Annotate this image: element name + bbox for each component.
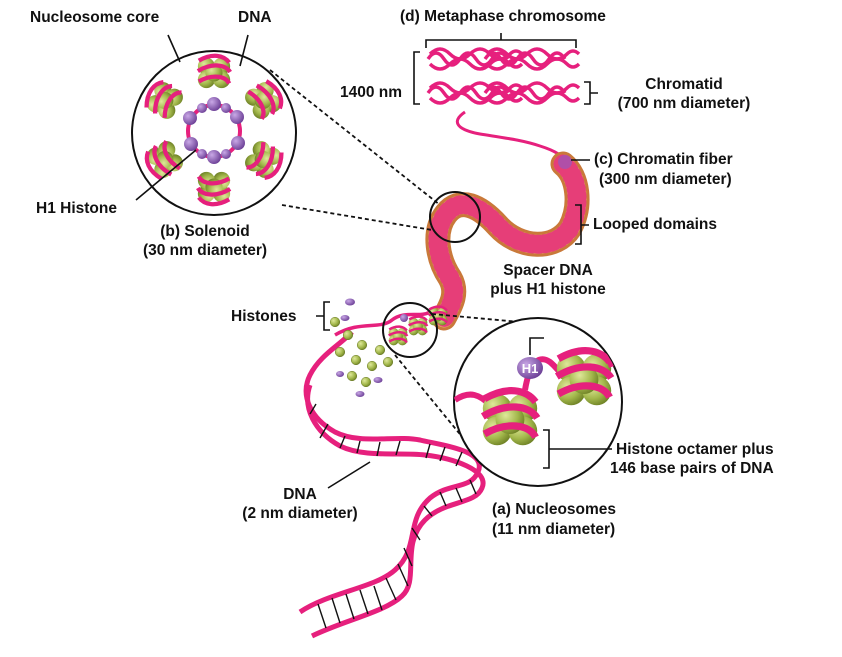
label-solenoid: (b) Solenoid (160, 223, 250, 240)
label-chromatid: Chromatid (645, 76, 723, 93)
dna-double-helix (298, 298, 486, 639)
nucleosome-zoom-lines (394, 313, 521, 445)
label-chromatin-diameter: (300 nm diameter) (599, 171, 732, 188)
h1-tag: H1 (522, 361, 539, 376)
label-nucleosome-core: Nucleosome core (30, 9, 160, 26)
label-spacer-dna: Spacer DNA (503, 262, 593, 279)
label-solenoid-diameter: (30 nm diameter) (142, 242, 268, 259)
metaphase-chromosome (413, 33, 598, 163)
label-h1-histone: H1 Histone (36, 200, 117, 217)
label-histone-octamer: Histone octamer plus (616, 441, 774, 458)
nucleosomes-inset: H1 (453, 317, 623, 487)
label-dna-bottom-diameter: (2 nm diameter) (242, 505, 358, 522)
label-metaphase-chromosome: (d) Metaphase chromosome (400, 8, 606, 25)
label-chromatin-fiber: (c) Chromatin fiber (594, 151, 733, 168)
label-base-pairs: 146 base pairs of DNA (610, 460, 774, 477)
label-dna-top: DNA (238, 9, 272, 26)
label-nucleosomes: (a) Nucleosomes (492, 501, 617, 518)
label-spacer-h1: plus H1 histone (490, 281, 606, 298)
label-nucleosomes-diameter: (11 nm diameter) (492, 521, 616, 538)
label-chromatid-diameter: (700 nm diameter) (617, 95, 751, 112)
nucleosome-zoom-circle (382, 302, 438, 358)
label-looped-domains: Looped domains (593, 216, 717, 233)
label-histones: Histones (231, 308, 297, 325)
solenoid-zoom-lines (269, 69, 441, 231)
solenoid-inset (131, 34, 297, 216)
label-1400nm: 1400 nm (340, 84, 403, 101)
chromatin-fiber (425, 151, 590, 331)
solenoid-zoom-circle (429, 191, 481, 243)
label-dna-bottom: DNA (283, 486, 317, 503)
